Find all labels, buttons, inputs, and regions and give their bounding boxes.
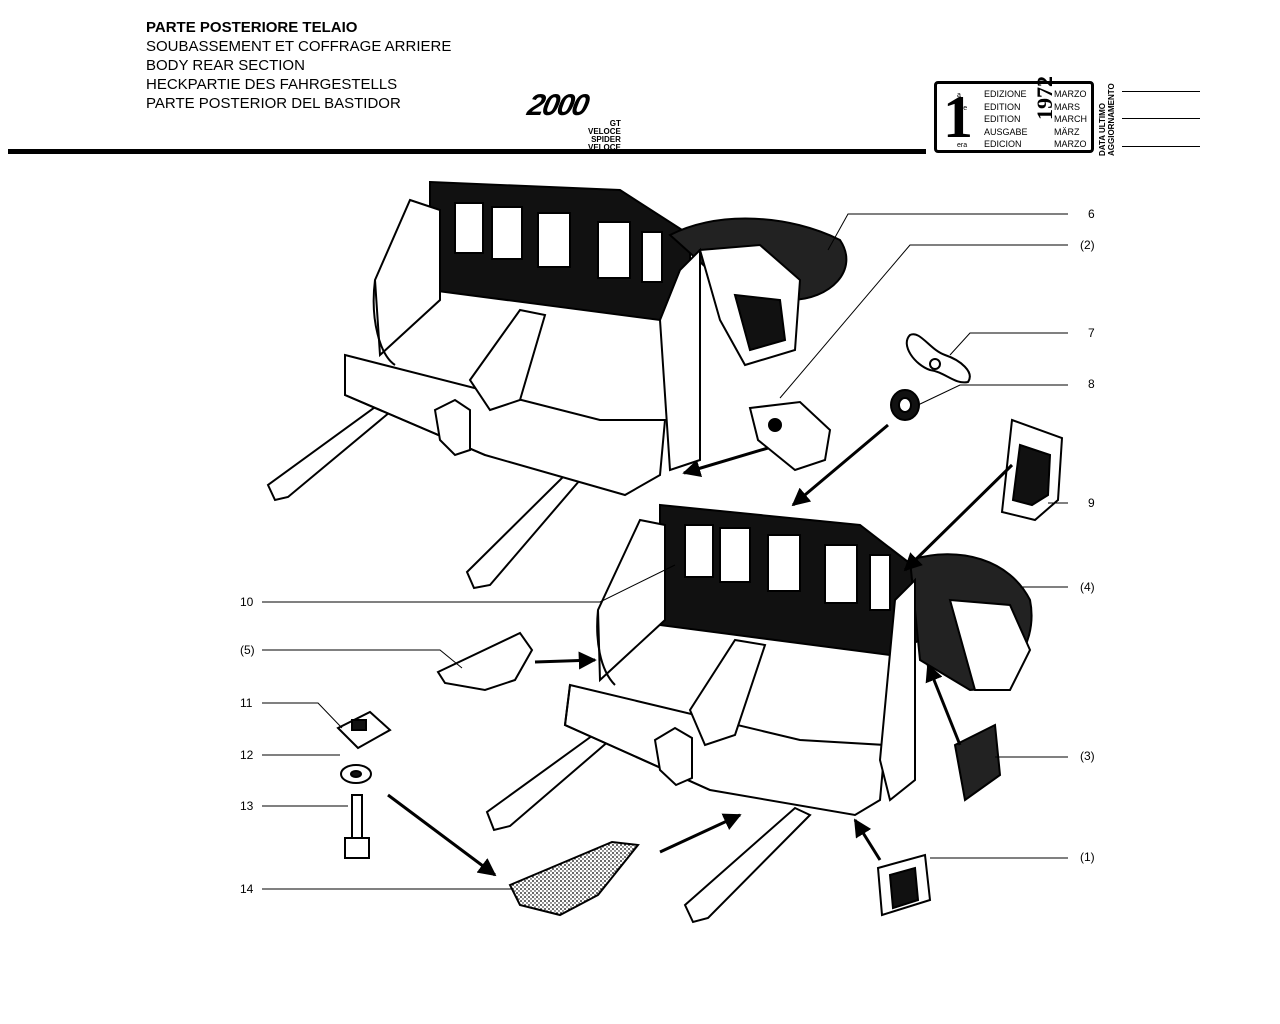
leader-lines xyxy=(262,213,1068,890)
model-sub-spider: SPIDER VELOCE xyxy=(588,135,621,152)
edition-suffix: a xyxy=(957,92,961,99)
edition-label: EDIZIONE xyxy=(984,89,1027,99)
part-8-nut xyxy=(890,389,920,421)
edition-label: EDITION xyxy=(984,114,1021,124)
edition-label: EDICION xyxy=(984,139,1022,149)
callout-11: 11 xyxy=(240,696,253,710)
callout-7: 7 xyxy=(1088,326,1095,340)
edition-month: MARZO xyxy=(1054,139,1087,149)
edition-box: 1 a ere st . era EDIZIONE EDITION EDITIO… xyxy=(934,76,1094,153)
part-5-reinforcement xyxy=(436,631,534,692)
callout-8: 8 xyxy=(1088,377,1095,391)
part-1-bracket xyxy=(876,853,932,917)
callout-5: (5) xyxy=(240,643,255,657)
part-12-washer xyxy=(340,764,372,784)
title-block: PARTE POSTERIORE TELAIO SOUBASSEMENT ET … xyxy=(146,18,451,113)
callout-9: 9 xyxy=(1088,496,1095,510)
part-9-panel xyxy=(1000,418,1064,522)
upper-body-assembly xyxy=(266,180,848,590)
lower-body-assembly xyxy=(485,503,1033,924)
title-french: SOUBASSEMENT ET COFFRAGE ARRIERE xyxy=(146,38,452,55)
callout-13: 13 xyxy=(240,799,254,813)
title-german: HECKPARTIE DES FAHRGESTELLS xyxy=(146,76,398,93)
model-logo: 2000 GT VELOCE SPIDER VELOCE xyxy=(525,89,621,152)
callout-12: 12 xyxy=(240,748,254,762)
model-sub-gt: GT VELOCE xyxy=(588,119,621,136)
title-italian: PARTE POSTERIORE TELAIO xyxy=(146,19,358,36)
callout-3: (3) xyxy=(1080,749,1095,763)
callout-1: (1) xyxy=(1080,850,1095,864)
callout-2: (2) xyxy=(1080,238,1095,252)
callout-4: (4) xyxy=(1080,580,1095,594)
part-13-screw xyxy=(344,794,370,859)
edition-label: EDITION xyxy=(984,102,1021,112)
part-14-insulation xyxy=(508,840,640,917)
edition-month: MARCH xyxy=(1054,114,1087,124)
header-rule xyxy=(8,149,926,154)
update-line xyxy=(1122,146,1200,147)
callout-10: 10 xyxy=(240,595,254,609)
edition-month: MÄRZ xyxy=(1054,127,1080,137)
part-3-plate xyxy=(953,723,1002,802)
model-logo-subtitle: GT VELOCE SPIDER VELOCE xyxy=(588,120,621,152)
edition-suffix: . xyxy=(957,130,959,137)
edition-month: MARZO xyxy=(1054,89,1087,99)
edition-label: AUSGABE xyxy=(984,127,1028,137)
edition-month: MARS xyxy=(1054,102,1081,112)
update-line xyxy=(1122,118,1200,119)
title-spanish: PARTE POSTERIOR DEL BASTIDOR xyxy=(146,95,401,112)
title-english: BODY REAR SECTION xyxy=(146,57,305,74)
update-line xyxy=(1122,91,1200,92)
callout-14: 14 xyxy=(240,882,254,896)
edition-suffix: st xyxy=(957,118,963,125)
part-11-clip xyxy=(336,710,392,750)
edition-suffix: ere xyxy=(957,105,968,112)
assembly-arrows xyxy=(387,423,1014,877)
edition-number: 1 xyxy=(943,84,973,150)
callout-6: 6 xyxy=(1088,207,1095,221)
edition-suffix: era xyxy=(957,142,968,149)
part-2-bracket xyxy=(748,400,832,472)
part-7-wing-nut xyxy=(905,333,971,384)
